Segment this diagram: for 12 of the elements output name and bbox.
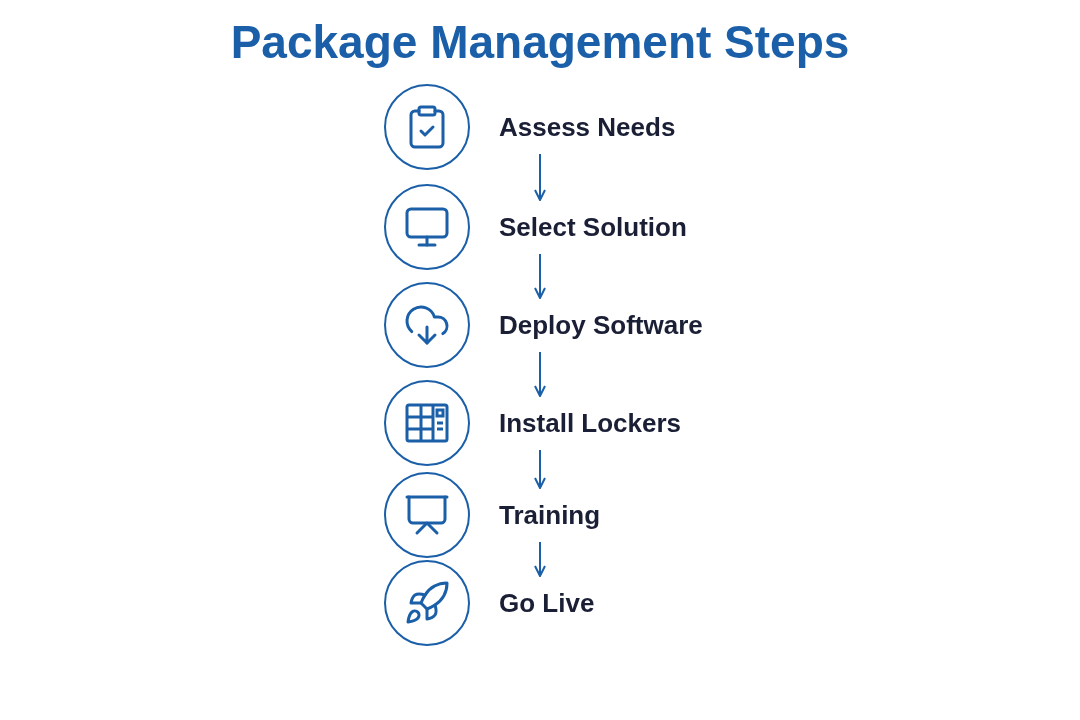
step-label: Go Live (499, 576, 595, 630)
arrow (534, 449, 546, 489)
step-label: Install Lockers (499, 396, 682, 450)
arrow (534, 253, 546, 299)
title: Package Management Steps (229, 15, 851, 70)
step-label: Deploy Software (499, 298, 703, 352)
step-label: Select Solution (499, 200, 687, 254)
step-label: Training (499, 488, 601, 542)
arrow (534, 153, 546, 201)
arrow (534, 541, 546, 577)
step-label: Assess Needs (499, 100, 676, 154)
arrow (534, 351, 546, 397)
